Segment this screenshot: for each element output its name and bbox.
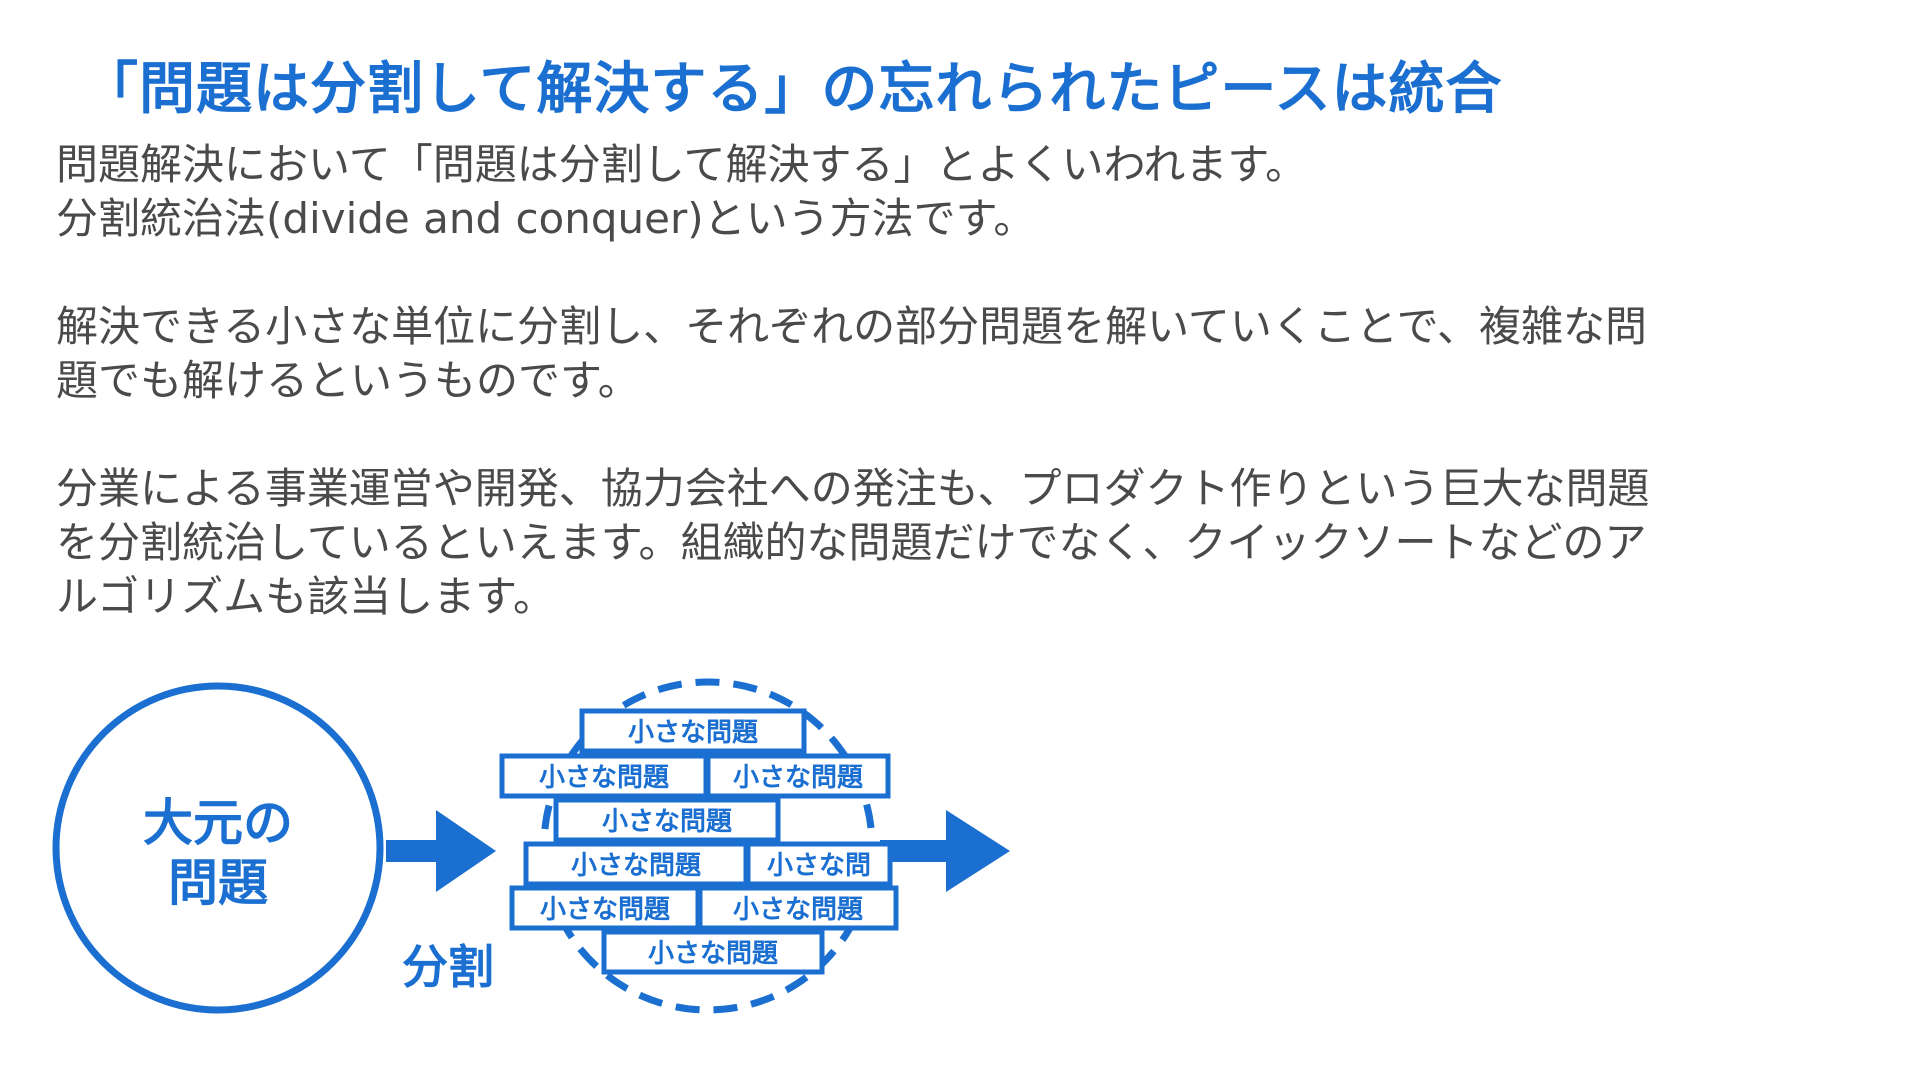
brick: 小さな問 [745, 841, 893, 887]
brick-label: 小さな問題 [540, 895, 671, 925]
paragraph-line: 問題解決において「問題は分割して解決する」とよくいわれます。 [56, 140, 1308, 189]
arrow-right-icon [386, 810, 496, 892]
brick-label: 小さな問題 [539, 763, 670, 793]
paragraph-line: 題でも解けるというものです。 [56, 356, 640, 405]
brick-label: 小さな問 [767, 851, 871, 881]
paragraph-3: 分業による事業運営や開発、協力会社への発注も、プロダクト作りという巨大な問題 を… [56, 462, 1856, 624]
brick-label: 小さな問題 [733, 895, 864, 925]
big-problem-label-line1: 大元の [143, 794, 293, 852]
brick-label: 小さな問題 [602, 807, 733, 837]
brick-label: 小さな問題 [628, 718, 759, 748]
brick: 小さな問題 [509, 885, 701, 931]
brick: 小さな問題 [499, 753, 709, 799]
body-text: 問題解決において「問題は分割して解決する」とよくいわれます。 分割統治法(div… [56, 138, 1856, 624]
brick: 小さな問題 [705, 753, 891, 799]
brick: 小さな問題 [601, 929, 825, 975]
page-title: 「問題は分割して解決する」の忘れられたピースは統合 [82, 57, 1503, 122]
paragraph-line: 分割統治法(divide and conquer)という方法です。 [56, 194, 1036, 243]
brick: 小さな問題 [579, 708, 807, 754]
paragraph-line: ルゴリズムも該当します。 [56, 572, 555, 621]
brick: 小さな問題 [553, 797, 781, 843]
arrow-right-icon [880, 810, 1010, 892]
brick: 小さな問題 [697, 885, 899, 931]
brick-label: 小さな問題 [648, 939, 779, 969]
paragraph-line: 分業による事業運営や開発、協力会社への発注も、プロダクト作りという巨大な問題 [56, 464, 1650, 513]
big-problem-label-line2: 問題 [168, 854, 268, 912]
paragraph-line: を分割統治しているといえます。組織的な問題だけでなく、クイックソートなどのア [56, 518, 1647, 567]
brick-label: 小さな問題 [733, 763, 864, 793]
brick-label: 小さな問題 [571, 851, 702, 881]
split-label: 分割 [402, 940, 494, 994]
brick: 小さな問題 [523, 841, 749, 887]
paragraph-1: 問題解決において「問題は分割して解決する」とよくいわれます。 分割統治法(div… [56, 138, 1856, 246]
big-problem-circle [52, 682, 384, 1014]
paragraph-2: 解決できる小さな単位に分割し、それぞれの部分問題を解いていくことで、複雑な問 題… [56, 300, 1856, 408]
paragraph-line: 解決できる小さな単位に分割し、それぞれの部分問題を解いていくことで、複雑な問 [56, 302, 1647, 351]
